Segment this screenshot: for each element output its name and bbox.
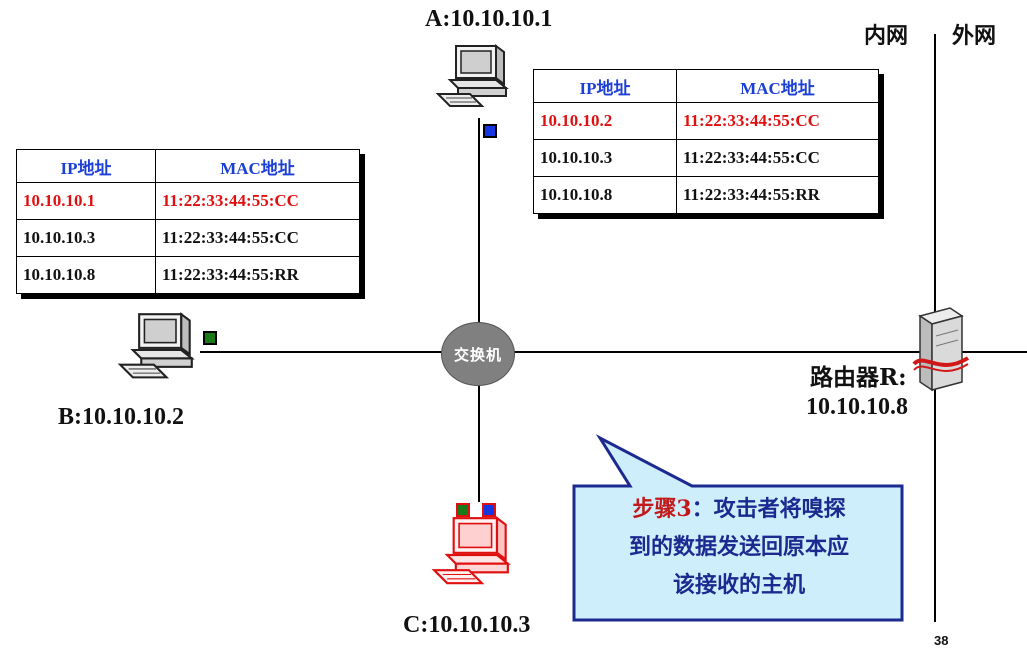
packet-green-b (203, 331, 217, 345)
table-a-header-mac: MAC地址 (676, 69, 879, 103)
router-icon[interactable] (910, 306, 972, 396)
callout-line-3: 该接收的主机 (672, 572, 805, 598)
callout-bubble (572, 434, 904, 622)
router-ip-label: 10.10.10.8 (806, 394, 908, 420)
table-row: 10.10.10.8 11:22:33:44:55:RR (16, 256, 360, 294)
callout-line-1-rest: ：攻击者将嗅探 (691, 496, 846, 522)
table-cell-mac: 11:22:33:44:55:CC (155, 182, 360, 220)
router-name-label: 路由器R: (810, 364, 907, 391)
callout-text: 步骤3：攻击者将嗅探 到的数据发送回原本应 该接收的主机 (580, 490, 898, 604)
table-row: 10.10.10.8 11:22:33:44:55:RR (533, 176, 879, 214)
table-row: 10.10.10.1 11:22:33:44:55:CC (16, 182, 360, 220)
table-row: 10.10.10.3 11:22:33:44:55:CC (533, 139, 879, 177)
table-cell-ip: 10.10.10.1 (16, 182, 156, 220)
link-a (478, 118, 480, 324)
table-b-header-ip: IP地址 (16, 149, 156, 183)
switch-node[interactable]: 交换机 (441, 322, 515, 386)
table-cell-ip: 10.10.10.3 (533, 139, 677, 177)
host-b-label: B:10.10.10.2 (58, 404, 184, 430)
table-cell-mac: 11:22:33:44:55:CC (676, 139, 879, 177)
table-cell-ip: 10.10.10.2 (533, 102, 677, 140)
link-b (200, 351, 442, 353)
callout-step-label: 步骤3 (632, 496, 692, 522)
table-cell-mac: 11:22:33:44:55:RR (676, 176, 879, 214)
table-cell-ip: 10.10.10.8 (16, 256, 156, 294)
arp-table-host-a: IP地址 MAC地址 10.10.10.2 11:22:33:44:55:CC … (533, 69, 879, 214)
link-c (478, 384, 480, 502)
packet-green-c (456, 503, 470, 517)
table-cell-mac: 11:22:33:44:55:CC (676, 102, 879, 140)
packet-blue-a (483, 124, 497, 138)
host-c-attacker-computer-icon[interactable] (426, 516, 516, 594)
table-cell-mac: 11:22:33:44:55:CC (155, 219, 360, 257)
table-row: 10.10.10.2 11:22:33:44:55:CC (533, 102, 879, 140)
table-row: 10.10.10.3 11:22:33:44:55:CC (16, 219, 360, 257)
arp-table-host-b: IP地址 MAC地址 10.10.10.1 11:22:33:44:55:CC … (16, 149, 360, 294)
link-router (513, 351, 1027, 353)
zone-inner-label: 内网 (864, 24, 909, 49)
host-c-label: C:10.10.10.3 (403, 612, 531, 638)
zone-outer-label: 外网 (952, 24, 997, 49)
table-b-header-mac: MAC地址 (155, 149, 360, 183)
callout-line-1: 步骤3：攻击者将嗅探 (580, 490, 898, 528)
host-b-computer-icon[interactable] (116, 312, 196, 388)
page-number: 38 (934, 633, 949, 648)
table-a-header-ip: IP地址 (533, 69, 677, 103)
host-a-computer-icon[interactable] (434, 44, 510, 116)
table-cell-ip: 10.10.10.8 (533, 176, 677, 214)
callout-line-2: 到的数据发送回原本应 (628, 534, 849, 560)
table-cell-mac: 11:22:33:44:55:RR (155, 256, 360, 294)
table-cell-ip: 10.10.10.3 (16, 219, 156, 257)
packet-blue-c (482, 503, 496, 517)
host-a-label: A:10.10.10.1 (425, 6, 553, 32)
